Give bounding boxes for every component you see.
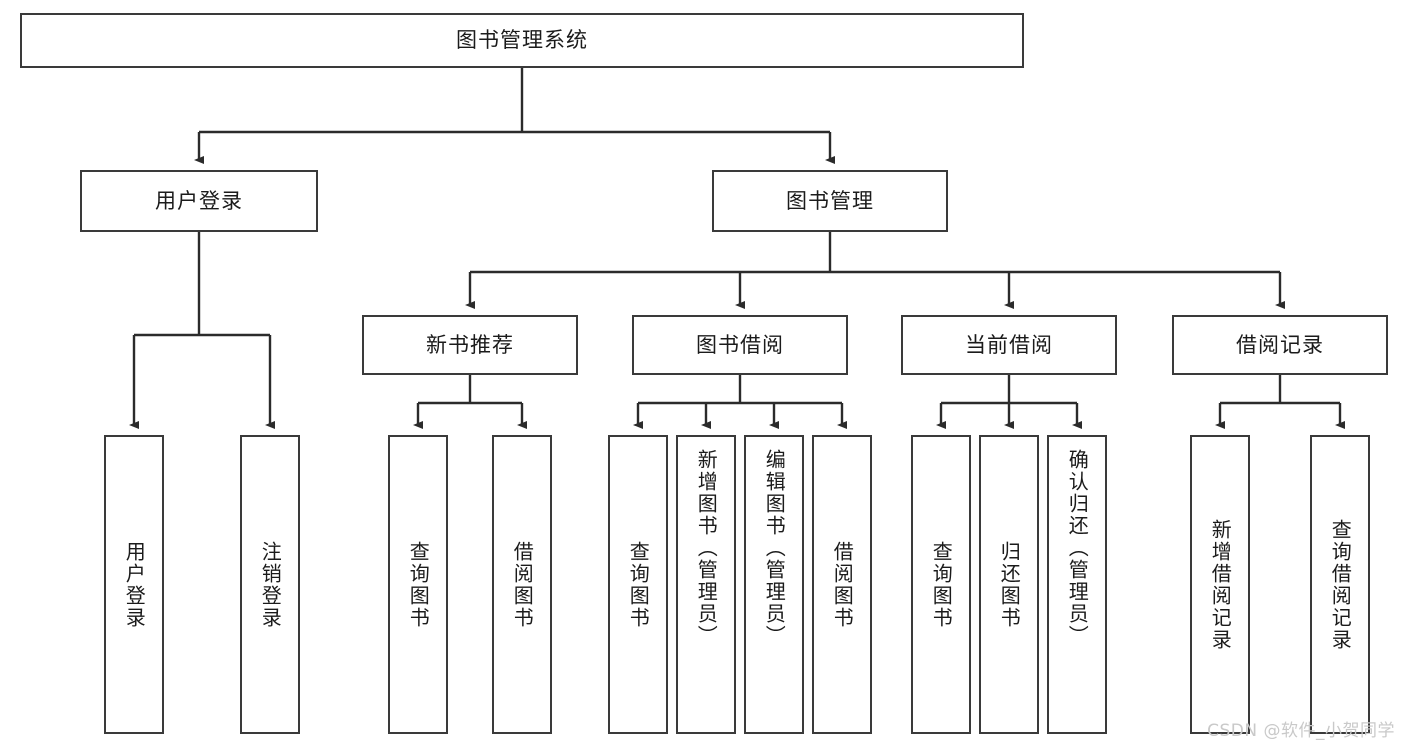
node-leaf-borrow-book-2[interactable]: 借阅图书 xyxy=(812,435,872,734)
node-current-borrow[interactable]: 当前借阅 xyxy=(901,315,1117,375)
node-leaf-query-book-3[interactable]: 查询图书 xyxy=(911,435,971,734)
node-leaf-confirm-return[interactable]: 确认归还（管理员） xyxy=(1047,435,1107,734)
node-leaf-logout-label: 注销登录 xyxy=(258,540,283,629)
node-leaf-return-book[interactable]: 归还图书 xyxy=(979,435,1039,734)
node-leaf-user-login[interactable]: 用户登录 xyxy=(104,435,164,734)
node-leaf-borrow-book-2-label: 借阅图书 xyxy=(830,540,855,629)
node-leaf-edit-book[interactable]: 编辑图书（管理员） xyxy=(744,435,804,734)
node-leaf-query-book-1[interactable]: 查询图书 xyxy=(388,435,448,734)
node-root-label: 图书管理系统 xyxy=(456,28,588,53)
node-new-book-rec[interactable]: 新书推荐 xyxy=(362,315,578,375)
node-leaf-add-book[interactable]: 新增图书（管理员） xyxy=(676,435,736,734)
node-leaf-query-book-3-label: 查询图书 xyxy=(929,540,954,629)
node-leaf-confirm-return-label: 确认归还（管理员） xyxy=(1065,449,1090,647)
node-book-borrow-label: 图书借阅 xyxy=(696,332,784,357)
node-leaf-logout[interactable]: 注销登录 xyxy=(240,435,300,734)
node-current-borrow-label: 当前借阅 xyxy=(965,332,1053,357)
node-leaf-query-record-label: 查询借阅记录 xyxy=(1328,518,1353,651)
node-leaf-query-book-2-label: 查询图书 xyxy=(626,540,651,629)
node-leaf-return-book-label: 归还图书 xyxy=(997,540,1022,629)
node-leaf-query-book-1-label: 查询图书 xyxy=(406,540,431,629)
node-leaf-add-record[interactable]: 新增借阅记录 xyxy=(1190,435,1250,734)
csdn-watermark: CSDN @软件_小贺同学 xyxy=(1207,721,1395,741)
node-borrow-record[interactable]: 借阅记录 xyxy=(1172,315,1388,375)
node-leaf-user-login-label: 用户登录 xyxy=(122,540,147,629)
node-leaf-add-book-label: 新增图书（管理员） xyxy=(694,449,719,647)
node-leaf-add-record-label: 新增借阅记录 xyxy=(1208,518,1233,651)
node-leaf-borrow-book-1-label: 借阅图书 xyxy=(510,540,535,629)
node-user-login-label: 用户登录 xyxy=(155,188,243,213)
node-leaf-borrow-book-1[interactable]: 借阅图书 xyxy=(492,435,552,734)
node-leaf-query-book-2[interactable]: 查询图书 xyxy=(608,435,668,734)
node-new-book-rec-label: 新书推荐 xyxy=(426,332,514,357)
node-user-login[interactable]: 用户登录 xyxy=(80,170,318,232)
node-book-borrow[interactable]: 图书借阅 xyxy=(632,315,848,375)
node-root[interactable]: 图书管理系统 xyxy=(20,13,1024,68)
node-leaf-query-record[interactable]: 查询借阅记录 xyxy=(1310,435,1370,734)
node-borrow-record-label: 借阅记录 xyxy=(1236,332,1324,357)
node-leaf-edit-book-label: 编辑图书（管理员） xyxy=(762,449,787,647)
node-book-manage[interactable]: 图书管理 xyxy=(712,170,948,232)
node-book-manage-label: 图书管理 xyxy=(786,188,874,213)
